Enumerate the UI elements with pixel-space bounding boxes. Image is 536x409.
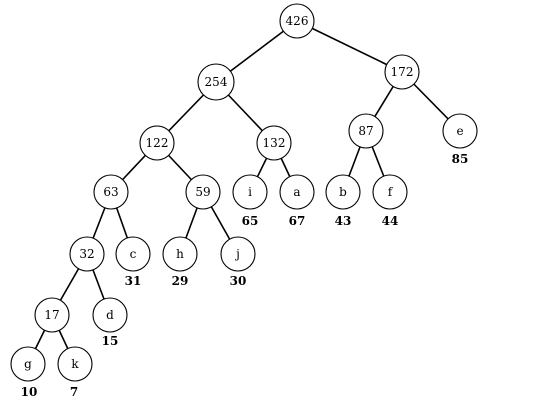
tree-node-n32: 32 xyxy=(69,236,105,272)
weights-layer: 85 65 67 43 44 31 29 30 15 10 7 xyxy=(21,152,469,399)
node-circle xyxy=(348,113,384,149)
node-circle xyxy=(115,236,151,272)
node-label: b xyxy=(339,185,347,199)
tree-node-nj: j xyxy=(220,236,256,272)
weight-label-nb: 43 xyxy=(335,214,352,228)
node-label: 63 xyxy=(103,185,118,199)
tree-node-nd: d xyxy=(92,297,128,333)
node-circle xyxy=(139,125,175,161)
weight-label-nf: 44 xyxy=(382,214,399,228)
node-label: 426 xyxy=(286,14,309,28)
node-circle xyxy=(197,63,235,101)
node-label: 172 xyxy=(391,65,414,79)
node-label: 17 xyxy=(44,308,59,322)
tree-node-n172: 172 xyxy=(384,54,420,90)
node-label: 87 xyxy=(358,124,373,138)
node-label: g xyxy=(24,357,32,371)
node-circle xyxy=(384,54,420,90)
node-label: a xyxy=(293,185,300,199)
node-label: k xyxy=(71,357,79,371)
tree-node-ne: e xyxy=(442,113,478,149)
node-label: j xyxy=(234,247,240,261)
tree-node-n17: 17 xyxy=(34,297,70,333)
tree-node-n132: 132 xyxy=(256,125,292,161)
tree-node-n63: 63 xyxy=(93,174,129,210)
node-circle xyxy=(442,113,478,149)
weight-label-nk: 7 xyxy=(70,385,78,399)
node-circle xyxy=(372,174,408,210)
node-circle xyxy=(34,297,70,333)
node-circle xyxy=(279,3,315,39)
tree-node-nf: f xyxy=(372,174,408,210)
weight-label-ni: 65 xyxy=(242,214,259,228)
tree-node-ng: g xyxy=(10,346,46,382)
tree-node-n87: 87 xyxy=(348,113,384,149)
tree-node-n426: 426 xyxy=(279,3,315,39)
node-label: 59 xyxy=(195,185,210,199)
tree-node-na: a xyxy=(279,174,315,210)
node-circle xyxy=(256,125,292,161)
weight-label-na: 67 xyxy=(289,214,306,228)
node-circle xyxy=(93,174,129,210)
node-label: 122 xyxy=(146,136,169,150)
weight-label-nd: 15 xyxy=(102,334,119,348)
node-label: d xyxy=(106,308,114,322)
node-label: 254 xyxy=(205,75,228,89)
node-circle xyxy=(232,174,268,210)
tree-node-nc: c xyxy=(115,236,151,272)
weight-label-ng: 10 xyxy=(21,385,38,399)
tree-node-nb: b xyxy=(325,174,361,210)
tree-node-n122: 122 xyxy=(139,125,175,161)
node-label: c xyxy=(130,247,137,261)
weight-label-ne: 85 xyxy=(452,152,469,166)
node-circle xyxy=(220,236,256,272)
nodes-layer: 426 254 172 122 132 87 e 63 59 i a b f 32 c h j 17 d g k xyxy=(10,3,478,382)
node-circle xyxy=(10,346,46,382)
node-circle xyxy=(162,236,198,272)
weight-label-nc: 31 xyxy=(125,274,142,288)
tree-node-nk: k xyxy=(57,346,93,382)
node-label: 32 xyxy=(79,247,94,261)
node-circle xyxy=(325,174,361,210)
node-circle xyxy=(279,174,315,210)
tree-node-n254: 254 xyxy=(197,63,235,101)
node-label: e xyxy=(456,124,463,138)
node-circle xyxy=(57,346,93,382)
tree-node-nh: h xyxy=(162,236,198,272)
node-circle xyxy=(92,297,128,333)
tree-node-ni: i xyxy=(232,174,268,210)
tree-node-n59: 59 xyxy=(185,174,221,210)
node-label: h xyxy=(176,247,184,261)
tree-edge-n426-n172 xyxy=(296,20,403,73)
node-label: f xyxy=(388,185,394,199)
node-label: i xyxy=(248,185,252,199)
node-circle xyxy=(69,236,105,272)
node-label: 132 xyxy=(263,136,286,150)
node-circle xyxy=(185,174,221,210)
weight-label-nh: 29 xyxy=(172,274,189,288)
weight-label-nj: 30 xyxy=(230,274,247,288)
